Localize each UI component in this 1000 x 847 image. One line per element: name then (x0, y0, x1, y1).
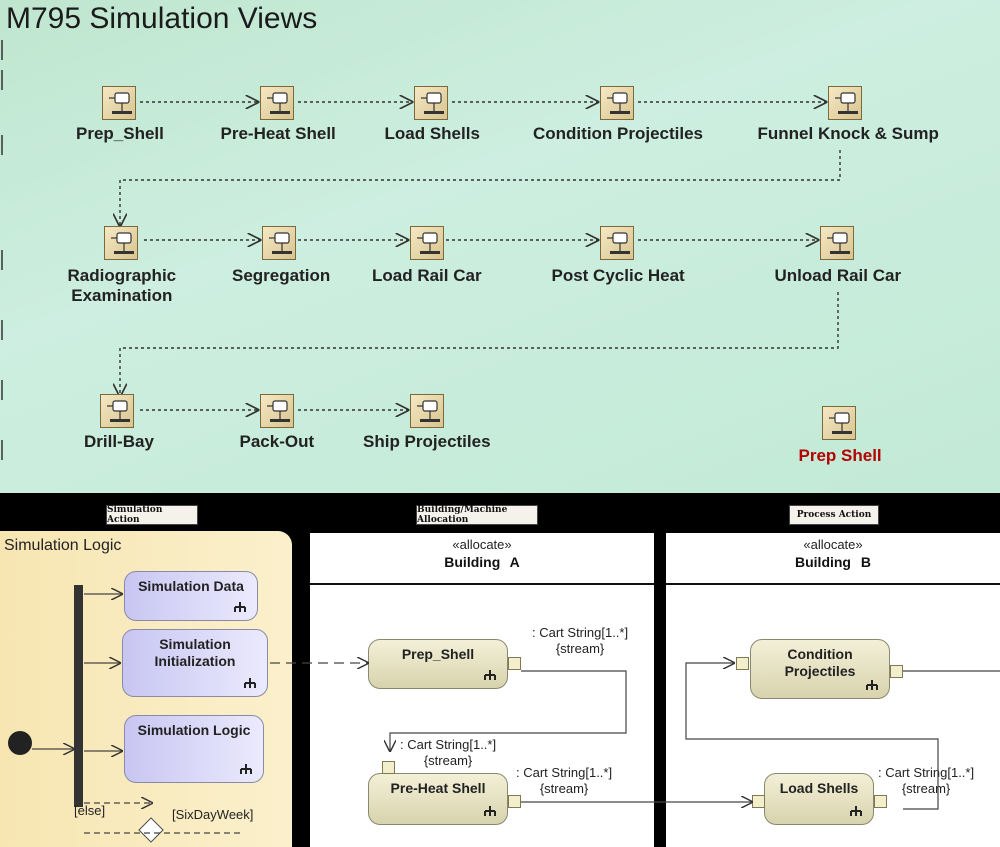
flow-label-cart-string-4: : Cart String[1..*] {stream} (878, 765, 975, 796)
fork-bar (74, 585, 83, 807)
building-a-partition: «allocate» Building A Prep_Shell Pre-Hea… (310, 533, 654, 847)
state-node-label: Condition Projectiles (533, 124, 704, 143)
simulation-logic-title: Simulation Logic (4, 537, 122, 554)
state-node-icon[interactable] (100, 394, 136, 430)
simulation-view-icon (100, 394, 134, 428)
simulation-view-icon (410, 394, 444, 428)
guard-else: [else] (74, 803, 106, 818)
state-node-icon[interactable] (260, 394, 296, 430)
input-pin[interactable] (752, 795, 765, 808)
call-behavior-icon (244, 678, 256, 688)
flow-label-cart-string-1: : Cart String[1..*] {stream} (532, 625, 629, 656)
tab-process-action[interactable]: Process Action (789, 505, 879, 525)
building-a-stereotype: «allocate» (452, 537, 512, 552)
flow-connectors (1, 40, 841, 460)
building-b-partition: «allocate» Building B Condition Projecti… (666, 533, 1000, 847)
output-pin[interactable] (508, 657, 521, 670)
activity-diagram: Simulation Action Building/Machine Alloc… (0, 493, 1000, 847)
simulation-logic-panel: Simulation Logic Simulation Data Simulat… (0, 531, 292, 847)
call-behavior-icon (484, 670, 496, 680)
simulation-view-icon (600, 86, 634, 120)
flow-label-cart-string-2: : Cart String[1..*] {stream} (400, 737, 497, 768)
state-node-icon[interactable] (262, 226, 298, 262)
tab-simulation-action[interactable]: Simulation Action (106, 505, 198, 525)
simulation-views-diagram: M795 Simulation Views Prep_Shell Pre-Heat… (0, 0, 1000, 493)
building-a-name: Building A (444, 554, 520, 570)
condition-projectiles-action[interactable]: Condition Projectiles (750, 639, 890, 699)
call-behavior-icon (484, 806, 496, 816)
state-node-icon[interactable] (820, 226, 856, 262)
output-pin[interactable] (890, 665, 903, 678)
state-node-icon[interactable] (600, 86, 636, 122)
state-node-label: Load Rail Car (372, 266, 482, 285)
simulation-view-icon (414, 86, 448, 120)
simulation-view-icon (410, 226, 444, 260)
prep-shell-action[interactable]: Prep_Shell (368, 639, 508, 689)
simulation-view-icon (822, 406, 856, 440)
call-behavior-icon (866, 680, 878, 690)
state-node-icon[interactable] (410, 394, 446, 430)
state-node-label: Radiographic Examination (67, 266, 177, 305)
simulation-view-icon (262, 226, 296, 260)
state-node-icon[interactable] (828, 86, 864, 122)
state-node-label: Unload Rail Car (774, 266, 902, 285)
building-a-header: «allocate» Building A (310, 533, 654, 585)
decision-node[interactable] (138, 817, 164, 843)
simulation-view-icon (260, 86, 294, 120)
tab-building-machine-allocation[interactable]: Building/Machine Allocation (416, 505, 538, 525)
load-shells-action[interactable]: Load Shells (764, 773, 874, 825)
building-b-header: «allocate» Building B (666, 533, 1000, 585)
simulation-view-icon (104, 226, 138, 260)
state-node-icon[interactable] (102, 86, 138, 122)
state-node-label: Drill-Bay (84, 432, 154, 451)
state-node-label: Load Shells (384, 124, 480, 143)
input-pin[interactable] (382, 761, 395, 774)
standalone-state-label: Prep Shell (798, 446, 882, 465)
output-pin[interactable] (508, 795, 521, 808)
initial-node[interactable] (8, 731, 32, 755)
standalone-state-node[interactable] (822, 406, 858, 442)
simulation-view-icon (260, 394, 294, 428)
pre-heat-shell-action[interactable]: Pre-Heat Shell (368, 773, 508, 825)
state-node-icon[interactable] (414, 86, 450, 122)
state-node-icon[interactable] (260, 86, 296, 122)
simulation-view-icon (820, 226, 854, 260)
state-node-icon[interactable] (410, 226, 446, 262)
call-behavior-icon (234, 602, 246, 612)
call-behavior-icon (240, 764, 252, 774)
state-node-icon[interactable] (104, 226, 140, 262)
state-node-icon[interactable] (600, 226, 636, 262)
simulation-view-icon (600, 226, 634, 260)
state-node-label: Segregation (232, 266, 331, 285)
diagram-title: M795 Simulation Views (6, 2, 318, 35)
building-b-name: Building B (795, 554, 871, 570)
state-node-label: Prep_Shell (76, 124, 164, 143)
state-node-label: Pre-Heat Shell (220, 124, 336, 143)
simulation-initialization-action[interactable]: Simulation Initialization (122, 629, 268, 697)
guard-sixdayweek: [SixDayWeek] (172, 807, 254, 822)
simulation-logic-action[interactable]: Simulation Logic (124, 715, 264, 783)
state-node-label: Pack-Out (239, 432, 315, 451)
call-behavior-icon (850, 806, 862, 816)
state-node-label: Ship Projectiles (363, 432, 491, 451)
simulation-view-icon (102, 86, 136, 120)
state-node-label: Post Cyclic Heat (551, 266, 685, 285)
flow-label-cart-string-3: : Cart String[1..*] {stream} (516, 765, 613, 796)
state-node-label: Funnel Knock & Sump (757, 124, 939, 143)
input-pin[interactable] (736, 657, 749, 670)
building-b-stereotype: «allocate» (803, 537, 863, 552)
simulation-view-icon (828, 86, 862, 120)
simulation-data-action[interactable]: Simulation Data (124, 571, 258, 621)
